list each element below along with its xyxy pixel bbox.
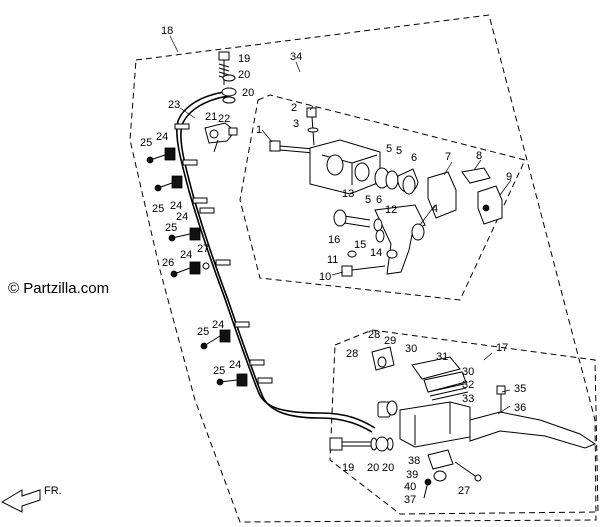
label-24: 24 bbox=[156, 131, 168, 143]
label-4: 4 bbox=[432, 203, 438, 215]
label-21: 21 bbox=[205, 111, 217, 123]
label-19: 19 bbox=[342, 462, 354, 474]
label-24: 24 bbox=[180, 249, 192, 261]
label-33: 33 bbox=[462, 393, 474, 405]
label-32: 32 bbox=[462, 379, 474, 391]
label-25: 25 bbox=[140, 137, 152, 149]
label-5: 5 bbox=[365, 194, 371, 206]
label-18: 18 bbox=[161, 25, 173, 37]
label-8: 8 bbox=[476, 150, 482, 162]
label-2: 2 bbox=[291, 102, 297, 114]
label-17: 17 bbox=[496, 342, 508, 354]
label-16: 16 bbox=[328, 234, 340, 246]
label-27: 27 bbox=[197, 243, 209, 255]
banjo-bolt-top bbox=[218, 51, 237, 104]
label-9: 9 bbox=[506, 171, 512, 183]
label-6: 6 bbox=[411, 152, 417, 164]
label-13: 13 bbox=[342, 188, 354, 200]
label-25: 25 bbox=[165, 222, 177, 234]
label-30: 30 bbox=[405, 343, 417, 355]
leader-lines bbox=[169, 35, 512, 415]
brake-master-cylinder bbox=[329, 346, 597, 499]
label-5: 5 bbox=[396, 145, 402, 157]
label-35: 35 bbox=[514, 383, 526, 395]
label-40: 40 bbox=[404, 481, 416, 493]
brake-caliper bbox=[269, 107, 503, 277]
label-20: 20 bbox=[367, 462, 379, 474]
watermark: © Partzilla.com bbox=[8, 280, 109, 297]
label-25: 25 bbox=[197, 326, 209, 338]
label-36: 36 bbox=[514, 402, 526, 414]
label-20: 20 bbox=[238, 69, 250, 81]
label-31: 31 bbox=[436, 351, 448, 363]
label-24: 24 bbox=[229, 359, 241, 371]
assembly-outline-34 bbox=[239, 94, 526, 301]
label-15: 15 bbox=[354, 239, 366, 251]
label-39: 39 bbox=[406, 469, 418, 481]
front-direction-arrow: FR. bbox=[0, 485, 62, 513]
label-38: 38 bbox=[408, 455, 420, 467]
label-23: 23 bbox=[168, 99, 180, 111]
label-28: 28 bbox=[368, 329, 380, 341]
label-24: 24 bbox=[212, 319, 224, 331]
label-3: 3 bbox=[293, 118, 299, 130]
label-29: 29 bbox=[384, 335, 396, 347]
direction-label: FR. bbox=[44, 485, 62, 497]
label-37: 37 bbox=[404, 494, 416, 506]
label-5: 5 bbox=[386, 143, 392, 155]
assembly-outline-17 bbox=[329, 329, 599, 515]
hose-fitting bbox=[204, 122, 238, 153]
label-20: 20 bbox=[242, 87, 254, 99]
brake-hose bbox=[174, 91, 376, 433]
label-34: 34 bbox=[290, 51, 302, 63]
label-14: 14 bbox=[370, 247, 382, 259]
label-20: 20 bbox=[382, 462, 394, 474]
label-24: 24 bbox=[170, 200, 182, 212]
label-10: 10 bbox=[319, 271, 331, 283]
label-28: 28 bbox=[346, 348, 358, 360]
label-27: 27 bbox=[458, 485, 470, 497]
label-22: 22 bbox=[218, 113, 230, 125]
label-1: 1 bbox=[256, 124, 262, 136]
label-25: 25 bbox=[213, 365, 225, 377]
hose-clamps bbox=[146, 147, 248, 387]
assembly-outline-18 bbox=[129, 14, 597, 523]
label-24: 24 bbox=[176, 211, 188, 223]
label-6: 6 bbox=[376, 194, 382, 206]
label-12: 12 bbox=[385, 204, 397, 216]
label-30: 30 bbox=[462, 366, 474, 378]
label-11: 11 bbox=[327, 254, 338, 266]
label-19: 19 bbox=[238, 53, 250, 65]
label-7: 7 bbox=[445, 151, 451, 163]
part-labels: 18 34 17 19 20 20 23 21 22 25 24 25 24 2… bbox=[140, 25, 526, 506]
label-26: 26 bbox=[162, 257, 174, 269]
label-25: 25 bbox=[152, 203, 164, 215]
